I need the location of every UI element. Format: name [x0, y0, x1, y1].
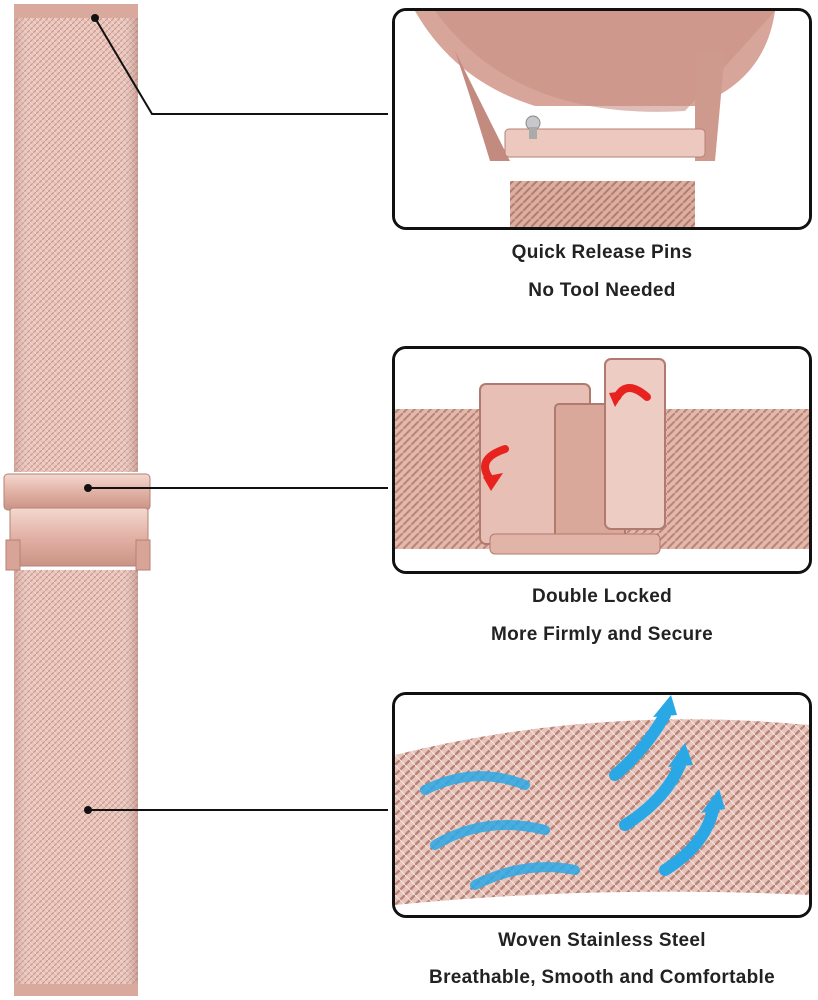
blue-airflow-arrow-icon — [430, 820, 550, 850]
blue-airflow-arrow-icon — [609, 695, 677, 781]
blue-airflow-arrow-icon — [619, 743, 693, 831]
blue-airflow-arrow-icon — [470, 862, 580, 890]
folding-clasp-closeup — [392, 346, 812, 574]
curved-red-arrow-icon — [481, 445, 509, 491]
feature-title: Woven Stainless Steel — [498, 930, 706, 951]
blue-airflow-arrow-icon — [420, 771, 530, 795]
feature-subtitle: More Firmly and Secure — [490, 624, 713, 645]
feature-subtitle: Breathable, Smooth and Comfortable — [429, 967, 775, 988]
mesh-weave-closeup — [392, 692, 812, 918]
blue-airflow-arrow-icon — [659, 789, 725, 876]
feature-title: Quick Release Pins — [511, 242, 693, 263]
curved-red-arrow-icon — [609, 384, 651, 407]
feature-subtitle: No Tool Needed — [528, 280, 676, 301]
feature-title: Double Locked — [531, 586, 673, 607]
quick-release-pin-closeup — [392, 8, 812, 230]
